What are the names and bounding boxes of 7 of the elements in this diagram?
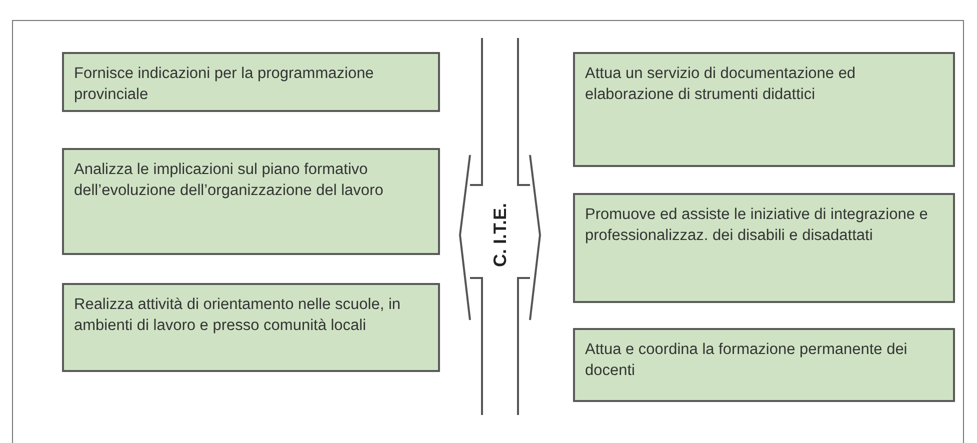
organization-name: C. I.T.E. <box>490 203 510 268</box>
info-box: Fornisce indicazioni per la programmazione provinciale <box>62 52 440 112</box>
info-box: Attua un servizio di documentazione ed elaborazione di strumenti didattici <box>573 52 955 167</box>
info-box: Attua e coordina la formazione permanente dei docenti <box>573 328 955 402</box>
info-box: Realizza attività di orientamento nelle scuole, in ambienti di lavoro e presso comunità locali <box>62 283 440 372</box>
info-box: Promuove ed assiste le iniziative di integrazione e professionalizzaz. dei disabili e disadattati <box>573 193 955 303</box>
info-box: Analizza le implicazioni sul piano formativo dell’evoluzione dell’organizzazione del lavoro <box>62 148 440 255</box>
